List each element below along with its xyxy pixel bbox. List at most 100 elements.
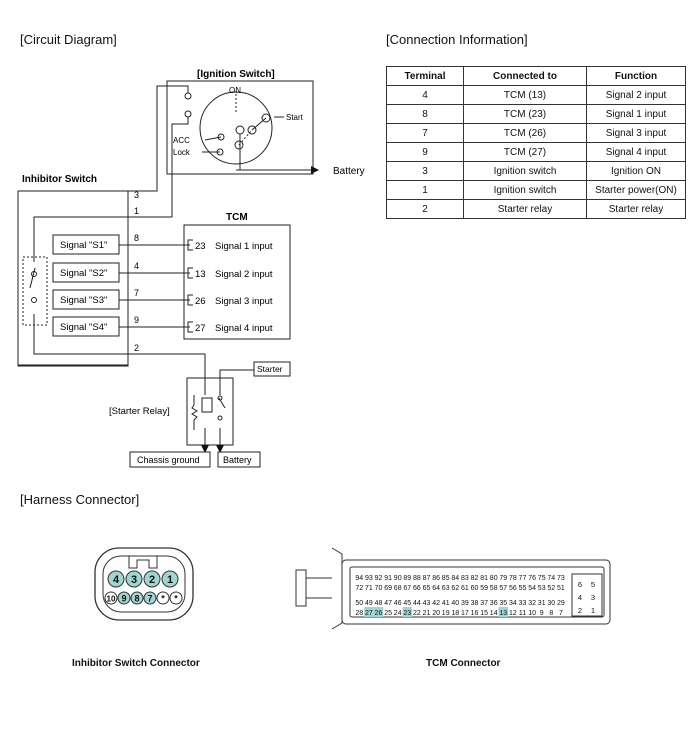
tcm-pin-51: 51 bbox=[557, 585, 565, 592]
inhibitor-pin-label: * bbox=[174, 594, 178, 604]
tcm-pin-45: 45 bbox=[403, 600, 411, 607]
pin-4: 4 bbox=[134, 261, 139, 271]
tcm-pin-71: 71 bbox=[365, 585, 373, 592]
tcm-pin-90: 90 bbox=[394, 575, 402, 582]
tcm-pin-15: 15 bbox=[480, 610, 488, 617]
pin-2: 2 bbox=[134, 343, 139, 353]
chassis-ground-label: Chassis ground bbox=[137, 455, 200, 465]
tcm-pin-87: 87 bbox=[423, 575, 431, 582]
pin-9: 9 bbox=[134, 315, 139, 325]
tcm-pin-31: 31 bbox=[538, 600, 546, 607]
tcm-pin-5: 5 bbox=[591, 580, 595, 589]
tcm-box bbox=[183, 224, 291, 340]
tcm-pin-34: 34 bbox=[509, 600, 517, 607]
tcm-pin-70: 70 bbox=[375, 585, 383, 592]
tcm-pin-56: 56 bbox=[509, 585, 517, 592]
inhibitor-pin-label: 2 bbox=[149, 574, 155, 586]
tcm-pin-69: 69 bbox=[384, 585, 392, 592]
tcm-pin-24: 24 bbox=[394, 610, 402, 617]
inhibitor-pin-label: 4 bbox=[113, 574, 120, 586]
tcm-pin-75: 75 bbox=[538, 575, 546, 582]
tcm-pin-72: 72 bbox=[355, 585, 363, 592]
cell: Starter relay bbox=[586, 199, 686, 219]
tcm-input-2: Signal 2 input bbox=[215, 269, 273, 280]
tcm-pin-13: 13 bbox=[499, 610, 507, 617]
inhibitor-switch-box bbox=[17, 190, 129, 367]
tcm-pin-89: 89 bbox=[403, 575, 411, 582]
battery-box-label: Battery bbox=[223, 455, 252, 465]
tcm-pin-26: 26 bbox=[195, 296, 206, 307]
tcm-pin-91: 91 bbox=[384, 575, 392, 582]
harness-connector-title: [Harness Connector] bbox=[20, 492, 140, 507]
table-header-row: Terminal Connected to Function bbox=[386, 66, 686, 86]
pin-7: 7 bbox=[134, 288, 139, 298]
tcm-connector-caption: TCM Connector bbox=[426, 658, 501, 669]
tcm-pin-18: 18 bbox=[451, 610, 459, 617]
circuit-diagram: [Ignition Switch] ON Start ACC Lock Batt… bbox=[17, 69, 365, 468]
on-label: ON bbox=[229, 86, 241, 95]
tcm-pin-88: 88 bbox=[413, 575, 421, 582]
tcm-pin-highlight bbox=[373, 607, 384, 617]
tcm-pin-10: 10 bbox=[528, 610, 536, 617]
tcm-pin-84: 84 bbox=[451, 575, 459, 582]
tcm-pin-67: 67 bbox=[403, 585, 411, 592]
inhibitor-pin-3 bbox=[125, 570, 143, 588]
tcm-pin-17: 17 bbox=[461, 610, 469, 617]
battery-arrow-label: Battery bbox=[333, 166, 365, 177]
tcm-pin-2: 2 bbox=[578, 606, 582, 615]
tcm-pin-27: 27 bbox=[365, 610, 373, 617]
tcm-pin-43: 43 bbox=[423, 600, 431, 607]
start-label: Start bbox=[286, 113, 304, 122]
tcm-pin-25: 25 bbox=[384, 610, 392, 617]
tcm-pin-26: 26 bbox=[375, 610, 383, 617]
signal-s2: Signal "S2" bbox=[60, 268, 107, 279]
tcm-pin-23: 23 bbox=[403, 610, 411, 617]
tcm-pin-7: 7 bbox=[559, 610, 563, 617]
tcm-pin-83: 83 bbox=[461, 575, 469, 582]
tcm-pin-54: 54 bbox=[528, 585, 536, 592]
tcm-pin-8: 8 bbox=[549, 610, 553, 617]
lock-label: Lock bbox=[173, 148, 191, 157]
tcm-pin-57: 57 bbox=[499, 585, 507, 592]
inhibitor-pin-9 bbox=[117, 591, 131, 605]
signal-s3: Signal "S3" bbox=[60, 295, 107, 306]
inhibitor-pin-label: 10 bbox=[107, 595, 116, 604]
tcm-pin-77: 77 bbox=[519, 575, 527, 582]
tcm-pin-63: 63 bbox=[442, 585, 450, 592]
tcm-pin-47: 47 bbox=[384, 600, 392, 607]
tcm-pin-44: 44 bbox=[413, 600, 421, 607]
tcm-pin-76: 76 bbox=[528, 575, 536, 582]
connection-information-title: [Connection Information] bbox=[386, 32, 528, 47]
ignition-switch-dial bbox=[199, 91, 273, 165]
tcm-pin-38: 38 bbox=[471, 600, 479, 607]
tcm-pin-60: 60 bbox=[471, 585, 479, 592]
tcm-pin-52: 52 bbox=[547, 585, 555, 592]
tcm-pin-21: 21 bbox=[423, 610, 431, 617]
circuit-diagram-title: [Circuit Diagram] bbox=[20, 32, 117, 47]
tcm-pin-66: 66 bbox=[413, 585, 421, 592]
tcm-pin-4: 4 bbox=[578, 593, 582, 602]
tcm-pin-highlight bbox=[498, 607, 509, 617]
ignition-switch-box bbox=[166, 80, 314, 175]
inhibitor-pin-label: 3 bbox=[131, 574, 137, 586]
tcm-pin-35: 35 bbox=[499, 600, 507, 607]
inhibitor-pin-7 bbox=[143, 591, 157, 605]
acc-label: ACC bbox=[173, 136, 190, 145]
tcm-pin-62: 62 bbox=[451, 585, 459, 592]
tcm-pin-13: 13 bbox=[195, 269, 206, 280]
tcm-pin-81: 81 bbox=[480, 575, 488, 582]
signal-s1: Signal "S1" bbox=[60, 240, 107, 251]
tcm-pin-3: 3 bbox=[591, 593, 595, 602]
pin-8: 8 bbox=[134, 233, 139, 243]
tcm-pin-33: 33 bbox=[519, 600, 527, 607]
inhibitor-pin-label: 1 bbox=[167, 574, 173, 586]
tcm-pin-55: 55 bbox=[519, 585, 527, 592]
starter-label: Starter bbox=[257, 364, 283, 374]
tcm-pin-11: 11 bbox=[519, 610, 526, 617]
tcm-pin-50: 50 bbox=[355, 600, 363, 607]
